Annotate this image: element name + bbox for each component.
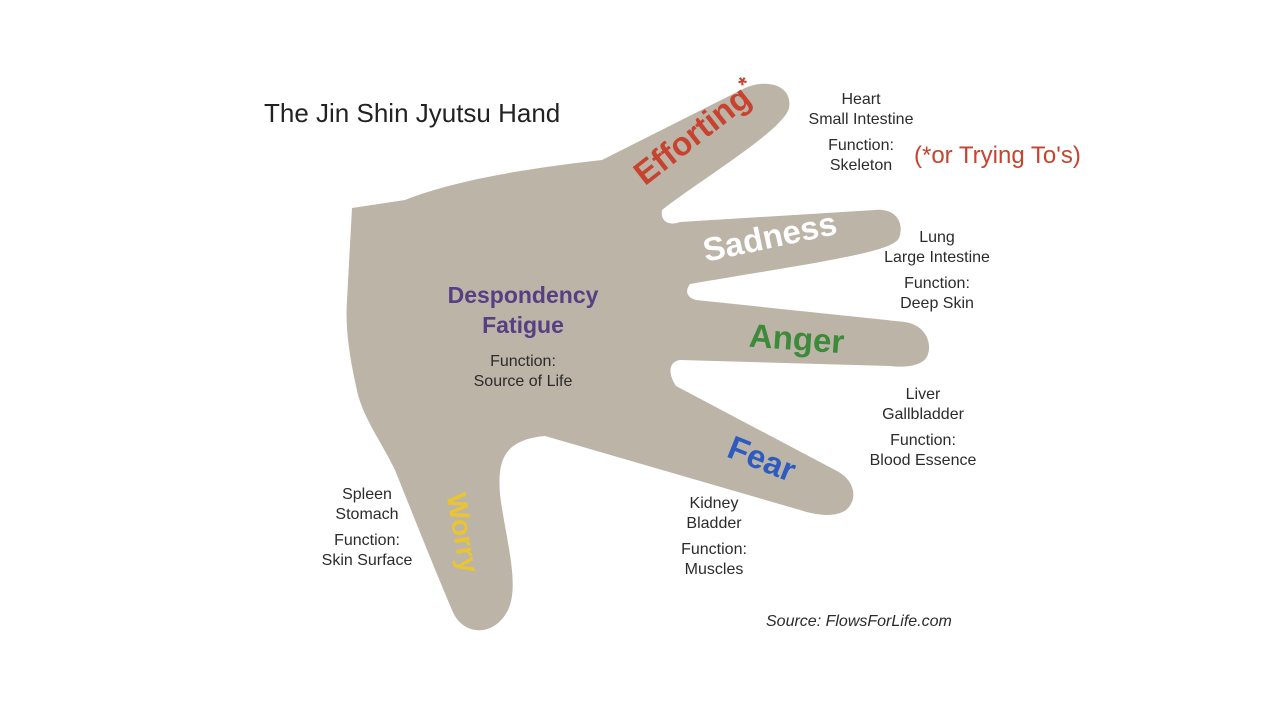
function-label: Function: [828, 137, 894, 154]
function-label: Function: [904, 275, 970, 292]
thumb-note: Spleen Stomach Function: Skin Surface [322, 485, 413, 571]
organ-lung: Lung [919, 229, 955, 246]
function-skin-surface: Skin Surface [321, 552, 413, 569]
diagram-title: The Jin Shin Jyutsu Hand [264, 98, 561, 128]
fatigue-label: Fatigue [482, 312, 564, 338]
function-label: Function: [334, 532, 400, 549]
index-finger-note: Kidney Bladder Function: Muscles [681, 494, 747, 580]
organ-large-intestine: Large Intestine [884, 249, 990, 266]
little-finger-note: Liver Gallbladder Function: Blood Essenc… [870, 385, 977, 471]
anger-label: Anger [747, 316, 846, 361]
function-muscles: Muscles [684, 561, 744, 578]
organ-gallbladder: Gallbladder [882, 406, 964, 423]
organ-stomach: Stomach [335, 506, 399, 523]
function-blood-essence: Blood Essence [869, 452, 977, 469]
organ-bladder: Bladder [686, 515, 742, 532]
source-credit: Source: FlowsForLife.com [766, 613, 952, 630]
function-label: Function: [681, 541, 747, 558]
function-label: Function: [490, 353, 556, 370]
organ-spleen: Spleen [342, 486, 392, 503]
footnote-trying-tos: (*or Trying To's) [914, 142, 1081, 169]
function-source-of-life: Source of Life [473, 373, 573, 390]
organ-small-intestine: Small Intestine [808, 111, 914, 128]
organ-kidney: Kidney [689, 495, 739, 512]
organ-heart: Heart [841, 91, 881, 108]
palm-note: Despondency Fatigue Function: Source of … [448, 280, 599, 392]
organ-liver: Liver [905, 386, 941, 403]
hand-shape [346, 83, 930, 631]
function-skeleton: Skeleton [829, 157, 893, 174]
middle-finger-note: Heart Small Intestine Function: Skeleton [809, 90, 914, 176]
despondency-label: Despondency [447, 282, 599, 308]
ring-finger-note: Lung Large Intestine Function: Deep Skin [884, 228, 990, 314]
function-deep-skin: Deep Skin [900, 295, 974, 312]
function-label: Function: [890, 432, 956, 449]
